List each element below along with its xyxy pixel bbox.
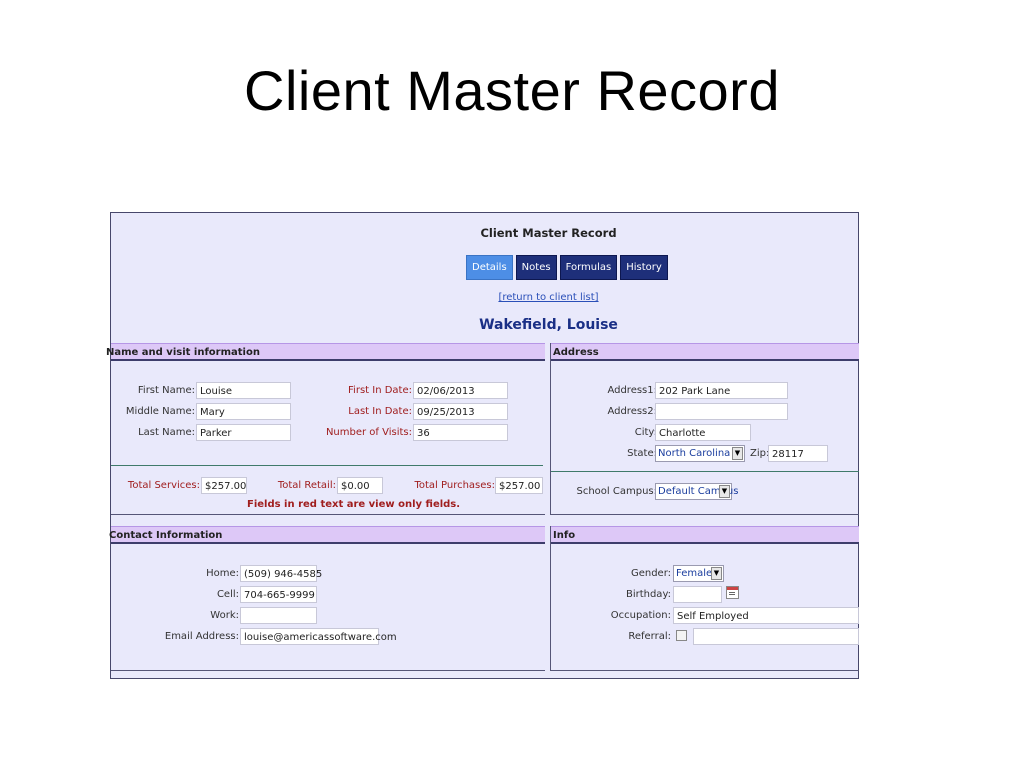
address1-input[interactable]: 202 Park Lane [655,382,788,399]
gender-select[interactable]: Female ▼ [673,565,724,582]
name-visit-panel: Name and visit information First Name: L… [106,343,545,515]
address2-input[interactable] [655,403,788,420]
state-select-value: North Carolina [658,448,731,459]
tab-bar: Details Notes Formulas History [466,255,668,280]
total-purchases-label: Total Purchases: [414,480,495,491]
contact-panel: Contact Information Home: (509) 946-4585… [109,526,545,671]
first-in-date-value: 02/06/2013 [413,382,508,399]
total-retail-value: $0.00 [337,477,383,494]
school-campus-label: School Campus: [576,486,658,497]
tab-formulas[interactable]: Formulas [559,255,618,280]
state-select[interactable]: North Carolina ▼ [655,445,745,462]
home-phone-label: Home: [206,568,239,579]
referral-label: Referral: [628,631,671,642]
last-in-date-label: Last In Date: [348,406,412,417]
total-services-value: $257.00 [201,477,247,494]
client-master-record-window: Client Master Record Details Notes Formu… [106,212,859,679]
tab-details[interactable]: Details [466,255,513,280]
tab-history[interactable]: History [620,255,668,280]
info-panel: Info Gender: Female ▼ Birthday: Occupati… [550,526,859,671]
email-label: Email Address: [164,631,239,642]
school-campus-value: Default Campus [658,486,739,497]
name-visit-header: Name and visit information [106,343,545,361]
cell-phone-label: Cell: [216,589,239,600]
last-in-date-value: 09/25/2013 [413,403,508,420]
zip-input[interactable]: 28117 [768,445,828,462]
section-divider [111,465,543,466]
occupation-label: Occupation: [610,610,671,621]
middle-name-input[interactable]: Mary [196,403,291,420]
address-header: Address [551,343,859,361]
first-name-input[interactable]: Louise [196,382,291,399]
number-of-visits-label: Number of Visits: [325,427,412,438]
total-retail-label: Total Retail: [277,480,336,491]
zip-label: Zip: [750,448,770,459]
dropdown-arrow-icon[interactable]: ▼ [719,485,730,498]
referral-input[interactable] [693,628,859,645]
total-services-label: Total Services: [127,480,200,491]
address-divider [551,471,859,472]
address1-label: Address1: [607,385,657,396]
total-purchases-value: $257.00 [495,477,543,494]
page-title: Client Master Record [480,226,617,240]
calendar-icon[interactable] [726,586,739,599]
last-name-input[interactable]: Parker [196,424,291,441]
birthday-label: Birthday: [625,589,671,600]
view-only-note: Fields in red text are view only fields. [247,499,461,510]
city-input[interactable]: Charlotte [655,424,751,441]
work-phone-input[interactable] [240,607,317,624]
referral-checkbox[interactable] [676,630,687,641]
number-of-visits-value: 36 [413,424,508,441]
info-header: Info [551,526,859,544]
middle-name-label: Middle Name: [125,406,195,417]
slide-title: Client Master Record [244,59,780,122]
email-input[interactable]: louise@americassoftware.com [240,628,397,645]
return-to-client-list-link[interactable]: [return to client list] [498,292,599,303]
address-panel: Address Address1: 202 Park Lane Address2… [550,343,859,515]
birthday-input[interactable] [673,586,722,603]
gender-label: Gender: [630,568,671,579]
last-name-label: Last Name: [138,427,195,438]
city-label: City: [634,427,657,438]
home-phone-input[interactable]: (509) 946-4585 [240,565,322,582]
dropdown-arrow-icon[interactable]: ▼ [732,447,743,460]
contact-header: Contact Information [109,526,545,544]
gender-select-value: Female [676,568,713,579]
school-campus-select[interactable]: Default Campus ▼ [655,483,738,500]
first-in-date-label: First In Date: [348,385,412,396]
client-name: Wakefield, Louise [479,317,618,333]
first-name-label: First Name: [137,385,195,396]
dropdown-arrow-icon[interactable]: ▼ [711,567,722,580]
work-phone-label: Work: [210,610,239,621]
address2-label: Address2: [607,406,657,417]
occupation-input[interactable]: Self Employed [673,607,859,624]
state-label: State: [627,448,657,459]
cell-phone-input[interactable]: 704-665-9999 [240,586,317,603]
tab-notes[interactable]: Notes [515,255,557,280]
